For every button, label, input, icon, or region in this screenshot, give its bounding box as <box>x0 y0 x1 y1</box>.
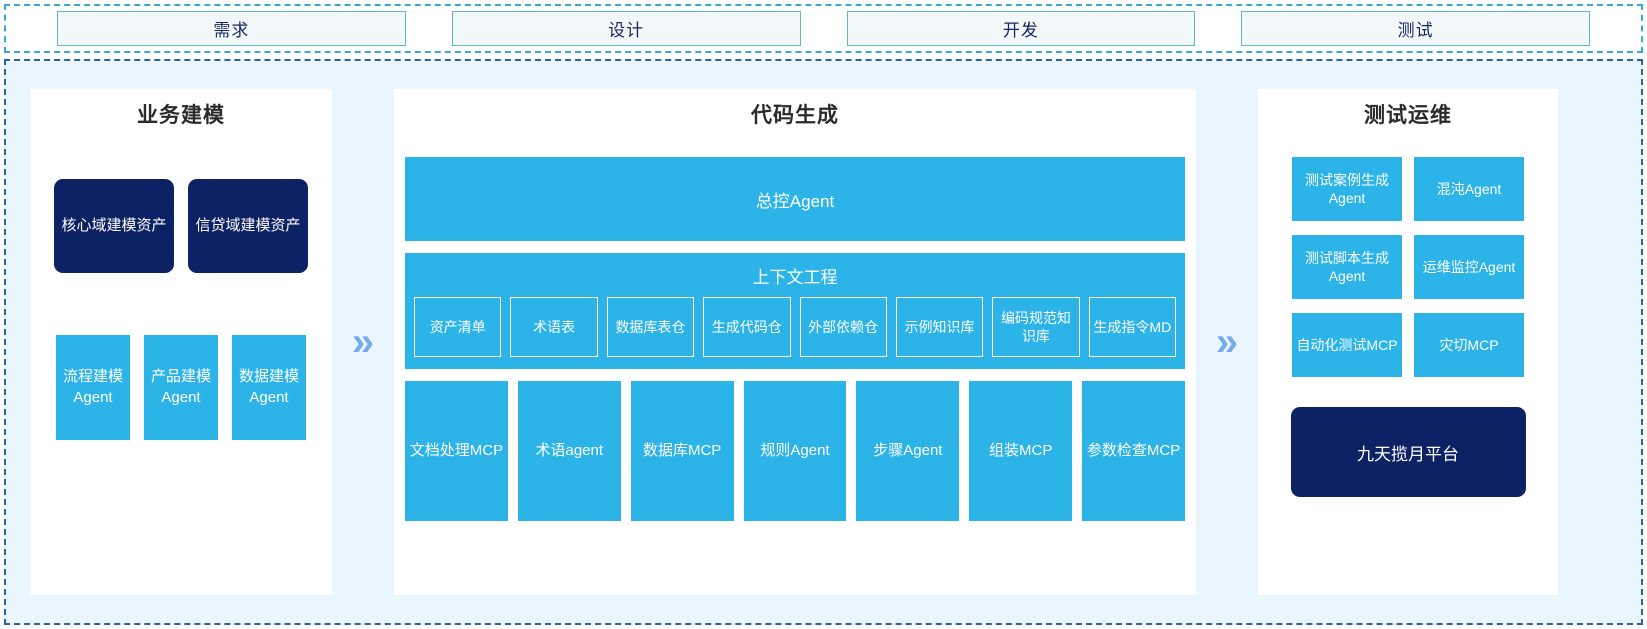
tool-box-glossary-agent[interactable]: 术语agent <box>517 381 621 521</box>
asset-label: 信贷域建模资产 <box>195 216 301 234</box>
double-chevron-right-icon: » <box>1215 320 1239 364</box>
tool-label: 规则Agent <box>760 441 830 459</box>
tool-label: 步骤Agent <box>873 441 943 459</box>
context-item-external-dependency-repo[interactable]: 外部依赖仓 <box>799 297 887 357</box>
phase-box-development[interactable]: 开发 <box>846 11 1196 46</box>
context-item-row: 资产清单 术语表 数据库表仓 生成代码仓 外部依赖仓 示例知 <box>414 297 1176 357</box>
ops-label: 测试脚本生成Agent <box>1305 249 1389 284</box>
context-item-label: 外部依赖仓 <box>808 318 879 335</box>
test-ops-grid: 测试案例生成Agent 混沌Agent 测试脚本生成Agent 运维监控Agen… <box>1292 157 1524 377</box>
asset-box-core-domain[interactable]: 核心域建模资产 <box>54 179 174 273</box>
ops-label: 自动化测试MCP <box>1296 336 1398 353</box>
context-item-label: 数据库表仓 <box>615 318 686 335</box>
tool-box-parameter-check-mcp[interactable]: 参数检查MCP <box>1082 381 1186 521</box>
agent-box-product-modeling[interactable]: 产品建模Agent <box>144 335 218 440</box>
agent-label: 数据建模Agent <box>238 368 299 406</box>
ops-box-test-case-generation-agent[interactable]: 测试案例生成Agent <box>1292 157 1402 221</box>
tool-box-database-mcp[interactable]: 数据库MCP <box>630 381 734 521</box>
ops-label: 运维监控Agent <box>1422 258 1516 275</box>
tool-label: 术语agent <box>535 441 604 459</box>
tool-label: 参数检查MCP <box>1086 441 1181 459</box>
context-item-generated-code-repo[interactable]: 生成代码仓 <box>703 297 791 357</box>
phase-box-requirements[interactable]: 需求 <box>57 11 406 46</box>
agent-label: 流程建模Agent <box>62 368 123 406</box>
context-item-db-table-repo[interactable]: 数据库表仓 <box>606 297 695 357</box>
ops-box-disaster-switch-mcp[interactable]: 灾切MCP <box>1414 313 1524 377</box>
panel-title: 代码生成 <box>751 104 839 127</box>
phase-label: 测试 <box>1397 21 1434 40</box>
panel-business-modeling: 业务建模 核心域建模资产 信贷域建模资产 流程建模Agent 产品建模Agent… <box>30 89 332 595</box>
context-item-label: 生成指令MD <box>1093 318 1172 335</box>
asset-box-group: 核心域建模资产 信贷域建模资产 <box>54 179 308 273</box>
context-item-label: 资产清单 <box>429 318 486 335</box>
phase-box-design[interactable]: 设计 <box>451 11 801 46</box>
code-generation-stack: 总控Agent 上下文工程 资产清单 术语表 数据库表仓 生成代码仓 <box>405 157 1186 521</box>
context-item-label: 生成代码仓 <box>711 318 782 335</box>
tool-box-assembly-mcp[interactable]: 组装MCP <box>969 381 1073 521</box>
master-agent-label: 总控Agent <box>755 191 835 211</box>
ops-box-chaos-agent[interactable]: 混沌Agent <box>1414 157 1524 221</box>
context-item-glossary[interactable]: 术语表 <box>510 297 598 357</box>
asset-label: 核心域建模资产 <box>61 216 167 234</box>
agent-box-process-modeling[interactable]: 流程建模Agent <box>56 335 130 440</box>
context-item-label: 编码规范知识库 <box>1000 309 1071 344</box>
ops-label: 混沌Agent <box>1436 180 1502 197</box>
platform-label: 九天揽月平台 <box>1357 444 1459 464</box>
context-engineering-block: 上下文工程 资产清单 术语表 数据库表仓 生成代码仓 外部依赖仓 <box>405 253 1185 369</box>
tool-box-row: 文档处理MCP 术语agent 数据库MCP 规则Agent 步骤Agent 组… <box>405 381 1186 521</box>
context-item-label: 术语表 <box>533 318 576 335</box>
phase-label: 需求 <box>213 21 250 40</box>
agent-label: 产品建模Agent <box>150 368 211 406</box>
panel-code-generation: 代码生成 总控Agent 上下文工程 资产清单 术语表 数据库表仓 <box>394 89 1196 595</box>
tool-label: 组装MCP <box>989 441 1053 459</box>
phase-label: 设计 <box>608 21 645 40</box>
platform-box-jiutian-lanyue[interactable]: 九天揽月平台 <box>1290 407 1526 497</box>
phase-strip: 需求 设计 开发 测试 <box>4 4 1643 53</box>
ops-box-operations-monitoring-agent[interactable]: 运维监控Agent <box>1414 235 1524 299</box>
context-item-example-knowledge-base[interactable]: 示例知识库 <box>895 297 984 357</box>
ops-label: 测试案例生成Agent <box>1305 171 1389 206</box>
context-item-asset-list[interactable]: 资产清单 <box>414 297 502 357</box>
tool-label: 数据库MCP <box>642 441 722 459</box>
tool-box-document-processing-mcp[interactable]: 文档处理MCP <box>405 381 508 521</box>
tool-label: 文档处理MCP <box>409 441 504 459</box>
asset-box-credit-domain[interactable]: 信贷域建模资产 <box>188 179 308 273</box>
ops-box-automated-test-mcp[interactable]: 自动化测试MCP <box>1292 313 1402 377</box>
phase-box-testing[interactable]: 测试 <box>1241 11 1590 46</box>
tool-box-step-agent[interactable]: 步骤Agent <box>856 381 960 521</box>
context-item-coding-standard-knowledge-base[interactable]: 编码规范知识库 <box>992 297 1080 357</box>
panel-title: 测试运维 <box>1364 104 1452 127</box>
context-item-label: 示例知识库 <box>904 318 975 335</box>
tool-box-rule-agent[interactable]: 规则Agent <box>743 381 847 521</box>
architecture-canvas: 业务建模 核心域建模资产 信贷域建模资产 流程建模Agent 产品建模Agent… <box>4 59 1643 625</box>
context-engineering-title: 上下文工程 <box>752 268 838 287</box>
context-item-generation-instruction-md[interactable]: 生成指令MD <box>1088 297 1176 357</box>
phase-label: 开发 <box>1002 21 1039 40</box>
double-chevron-right-icon: » <box>351 320 375 364</box>
panel-test-operations: 测试运维 测试案例生成Agent 混沌Agent 测试脚本生成Agent 运维监… <box>1258 89 1558 595</box>
agent-box-data-modeling[interactable]: 数据建模Agent <box>232 335 306 440</box>
ops-box-test-script-generation-agent[interactable]: 测试脚本生成Agent <box>1292 235 1402 299</box>
ops-label: 灾切MCP <box>1439 336 1499 353</box>
modeling-agent-group: 流程建模Agent 产品建模Agent 数据建模Agent <box>56 335 306 440</box>
panel-title: 业务建模 <box>137 104 225 127</box>
master-agent-bar[interactable]: 总控Agent <box>405 157 1185 241</box>
